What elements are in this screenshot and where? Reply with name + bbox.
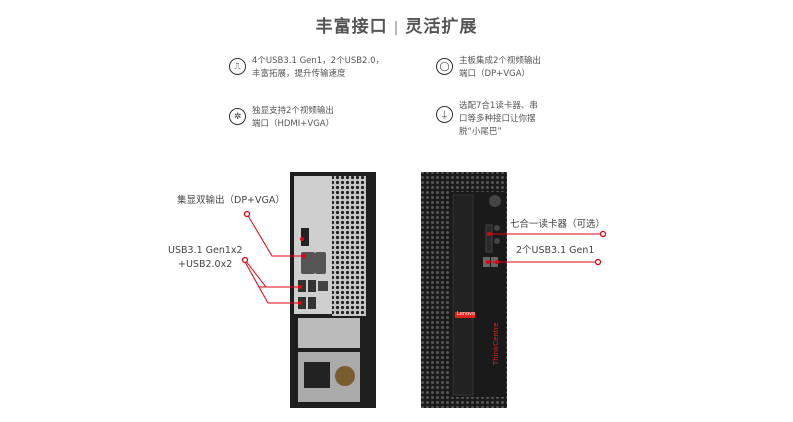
callout-lines (244, 213, 603, 304)
callout-usb-rear-2: +USB2.0x2 (178, 259, 233, 270)
feature-usb: ⎍ 4个USB3.1 Gen1，2个USB2.0， 丰富拓展，提升传输速度 (229, 55, 384, 81)
pc-rear-view (290, 172, 376, 408)
feature-text: 端口（DP+VGA） (459, 69, 531, 79)
lenovo-badge: Lenovo (457, 311, 476, 317)
feature-text: 4个USB3.1 Gen1，2个USB2.0， (252, 56, 385, 66)
feature-text: 丰富拓展，提升传输速度 (252, 69, 346, 79)
page-title: 丰富接口 | 灵活扩展 (0, 12, 793, 37)
callout-dual-output: 集显双输出（DP+VGA） (177, 195, 285, 206)
thinkcentre-logo: ThinkCentre (492, 322, 500, 365)
usb-icon: ⎍ (229, 58, 246, 75)
callout-dot (599, 230, 607, 238)
callout-usb-rear-1: USB3.1 Gen1x2 (168, 245, 243, 256)
feature-text: 端口（HDMI+VGA） (252, 119, 335, 129)
graphics-fan-icon: ✲ (229, 108, 246, 125)
feature-text: 口等多种接口让你摆 (459, 114, 536, 124)
feature-graphics: ✲ 独显支持2个视频输出端口（HDMI+VGA） (229, 105, 334, 131)
callout-usb-front: 2个USB3.1 Gen1 (516, 245, 595, 256)
title-left: 丰富接口 (315, 17, 388, 37)
pc-front-view (421, 172, 507, 408)
callout-card-reader: 七合一读卡器（可选） (510, 219, 606, 230)
feature-display: ◯ 主板集成2个视频输出端口（DP+VGA） (436, 55, 541, 81)
callout-dot (241, 256, 249, 264)
feature-connectors: ⍊ 选配7合1读卡器、串口等多种接口让你摆脱“小尾巴” (436, 100, 538, 139)
callout-dot (594, 258, 602, 266)
title-separator: | (393, 20, 400, 36)
title-right: 灵活扩展 (405, 17, 478, 37)
callout-dot (243, 210, 251, 218)
feature-text: 选配7合1读卡器、串 (459, 101, 538, 111)
connector-icon: ⍊ (436, 106, 453, 123)
feature-text: 主板集成2个视频输出 (459, 56, 541, 66)
display-port-icon: ◯ (436, 58, 453, 75)
feature-text: 脱“小尾巴” (459, 127, 502, 137)
feature-text: 独显支持2个视频输出 (252, 106, 334, 116)
